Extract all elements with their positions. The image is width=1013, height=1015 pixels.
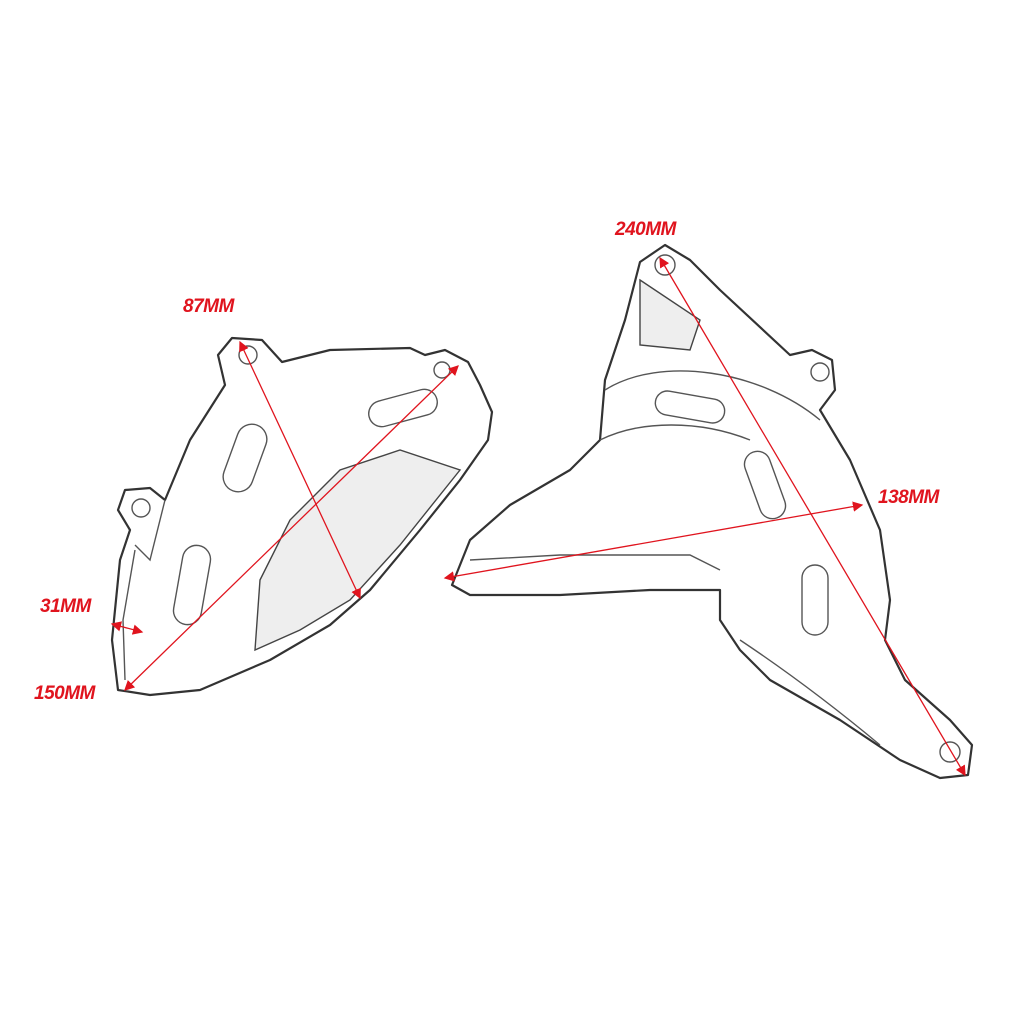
dimension-label-31mm: 31MM [40,596,91,617]
dim-line-150mm [124,365,459,691]
dimension-label-87mm: 87MM [183,296,234,317]
right-cover-part [450,243,974,780]
left-cover-part [110,336,494,697]
dim-line-138mm [443,501,864,582]
dim-line-31mm [110,621,144,635]
dimension-label-240mm: 240MM [615,219,676,240]
dimension-label-150mm: 150MM [34,683,95,704]
dimension-label-138mm: 138MM [878,487,939,508]
